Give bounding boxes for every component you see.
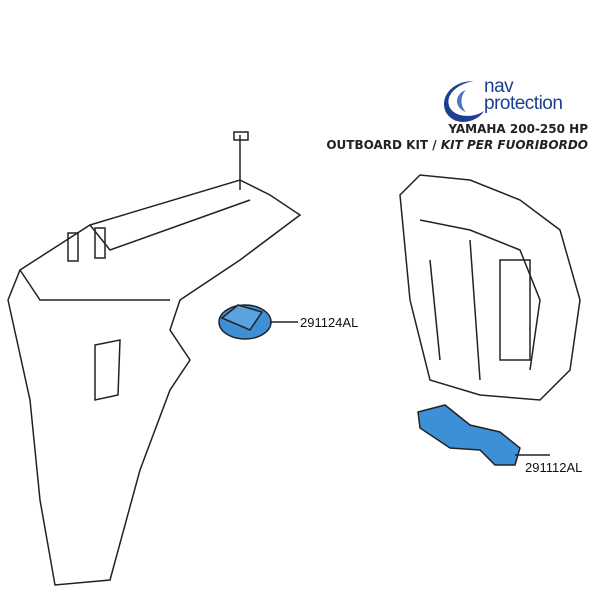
part-label-291112AL: 291112AL xyxy=(525,460,583,475)
part-label-291124AL: 291124AL xyxy=(300,315,359,330)
anode-291124AL xyxy=(218,304,272,340)
kit-title: OUTBOARD KIT / KIT PER FUORIBORDO xyxy=(326,138,588,152)
anode-291112AL xyxy=(417,404,521,466)
bracket-drawing xyxy=(399,174,581,401)
model-title: YAMAHA 200-250 HP xyxy=(448,122,588,136)
nav-protection-logo-icon xyxy=(444,81,484,122)
gearcase-drawing xyxy=(7,131,302,586)
